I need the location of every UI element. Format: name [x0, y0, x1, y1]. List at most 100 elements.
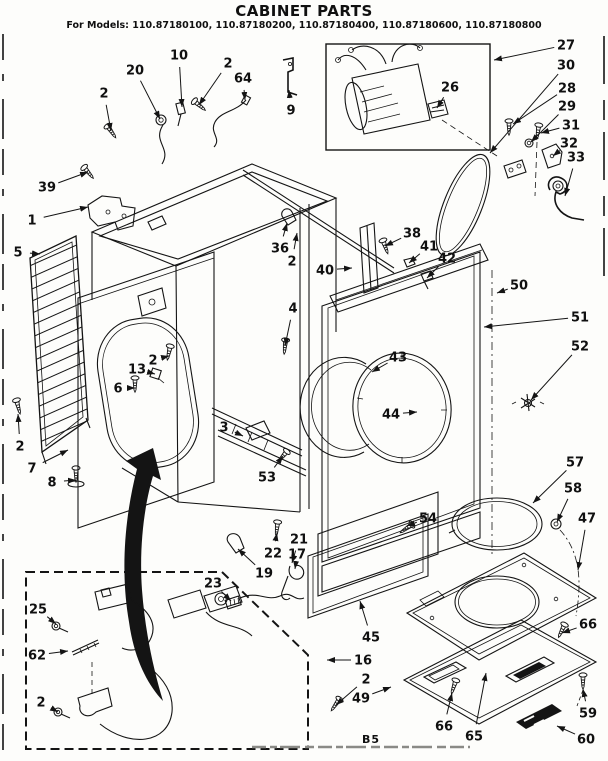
lower-clips	[226, 446, 305, 601]
callout-leader	[336, 265, 353, 272]
callout-label-27: 27	[557, 39, 575, 54]
callout-leader	[489, 73, 559, 154]
callout-label-2: 2	[36, 696, 45, 711]
top-console-parts	[79, 57, 298, 231]
front-door-panel	[77, 251, 215, 529]
callout-label-13: 13	[128, 363, 146, 378]
callout-leader	[446, 692, 454, 715]
callout-leader	[556, 498, 569, 523]
callout-label-30: 30	[557, 59, 575, 74]
front-panel-assembly	[299, 243, 545, 593]
door-opening-arrow	[124, 448, 163, 701]
callout-leader	[140, 80, 161, 120]
callout-label-21: 21	[290, 533, 308, 548]
callout-leader	[46, 616, 57, 625]
callout-leader	[160, 355, 170, 361]
hinge-clip-52	[511, 393, 545, 412]
callout-leader	[576, 529, 586, 571]
callout-label-40: 40	[316, 264, 334, 279]
rear-vent-panel	[29, 234, 91, 465]
callout-label-2: 2	[148, 354, 157, 369]
callout-label-62: 62	[28, 649, 46, 664]
callout-leader	[475, 672, 488, 725]
callout-leader	[49, 705, 59, 713]
callout-leader	[292, 232, 299, 250]
callout-label-47: 47	[578, 512, 596, 527]
callout-leader	[556, 725, 576, 735]
callout-leader	[198, 72, 222, 106]
callout-leader	[402, 409, 418, 416]
wiring-inset	[25, 571, 309, 750]
callout-label-10: 10	[170, 49, 188, 64]
callout-label-64: 64	[234, 72, 252, 87]
callout-leader	[359, 600, 368, 626]
callout-label-65: 65	[465, 730, 483, 745]
callout-leader	[371, 362, 388, 373]
callout-leader	[58, 171, 89, 184]
callout-label-41: 41	[420, 240, 438, 255]
callout-label-4: 4	[288, 302, 297, 317]
page-title: CABINET PARTS	[235, 2, 373, 20]
callout-label-2: 2	[99, 87, 108, 102]
callout-leader	[372, 686, 392, 695]
callout-label-44: 44	[382, 408, 400, 423]
callout-label-39: 39	[38, 181, 56, 196]
callout-label-50: 50	[510, 279, 528, 294]
callout-label-16: 16	[354, 654, 372, 669]
models-line: For Models: 110.87180100, 110.87180200, …	[66, 20, 542, 31]
callout-leader	[408, 253, 421, 264]
callout-label-54: 54	[419, 512, 437, 527]
motor-inset	[325, 43, 491, 151]
callout-leader	[29, 250, 41, 257]
callout-label-2: 2	[15, 440, 24, 455]
callout-leader	[426, 266, 439, 279]
callout-label-51: 51	[571, 311, 589, 326]
callout-leader	[241, 89, 248, 101]
callout-leader	[43, 205, 89, 218]
page-edge-marks	[2, 34, 605, 758]
callout-label-19: 19	[255, 567, 273, 582]
callout-label-5: 5	[13, 246, 22, 261]
callout-label-33: 33	[567, 151, 585, 166]
callout-label-32: 32	[560, 137, 578, 152]
callout-leader	[493, 46, 555, 62]
callout-label-25: 25	[29, 603, 47, 618]
callout-leader	[552, 148, 562, 157]
callout-label-45: 45	[362, 631, 380, 646]
callout-leader	[178, 66, 185, 108]
callout-leader	[406, 520, 417, 527]
base-assembly	[307, 491, 598, 729]
callout-label-29: 29	[558, 100, 576, 115]
callout-leader	[286, 89, 293, 99]
support-rail-parts	[279, 222, 434, 356]
callout-leader	[384, 237, 402, 247]
callout-leader	[273, 455, 284, 468]
callout-label-1: 1	[27, 214, 36, 229]
callout-label-17: 17	[288, 548, 306, 563]
callout-label-26: 26	[441, 81, 459, 96]
callout-label-31: 31	[562, 119, 580, 134]
callout-label-43: 43	[389, 351, 407, 366]
callout-label-28: 28	[558, 82, 576, 97]
callout-label-53: 53	[258, 471, 276, 486]
callout-label-66: 66	[435, 720, 453, 735]
callout-leader	[512, 94, 558, 125]
callout-label-2: 2	[223, 57, 232, 72]
drive-belt	[435, 119, 498, 257]
callout-label-23: 23	[204, 577, 222, 592]
callout-leader	[335, 686, 358, 706]
callout-label-58: 58	[564, 482, 582, 497]
leveling-foot	[11, 396, 85, 488]
callout-leader	[483, 317, 569, 330]
callout-leader	[436, 96, 445, 109]
callout-leader	[48, 649, 69, 655]
callout-leader	[237, 548, 256, 566]
callout-leader	[564, 168, 574, 197]
callout-leader	[221, 591, 232, 602]
callout-leader	[272, 532, 279, 542]
callout-label-66: 66	[579, 618, 597, 633]
callout-label-22: 22	[264, 547, 282, 562]
callout-label-36: 36	[271, 242, 289, 257]
